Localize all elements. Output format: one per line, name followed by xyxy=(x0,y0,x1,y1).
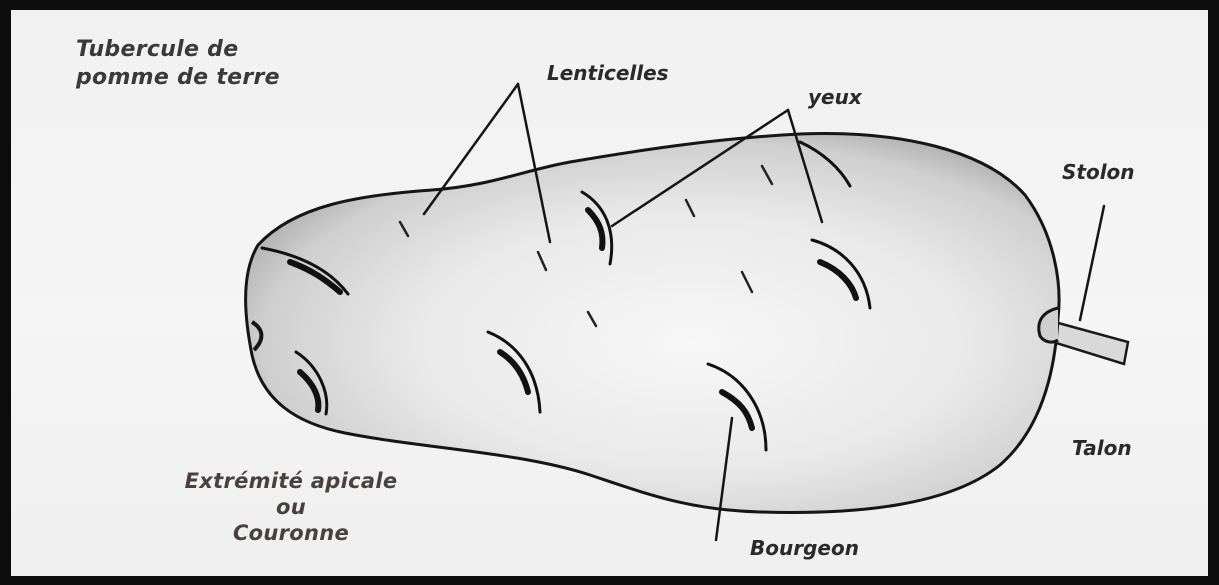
label-apical-extremity: Extrémité apicale ou Couronne xyxy=(146,468,436,546)
label-bourgeon: Bourgeon xyxy=(750,536,859,560)
diagram-title-line1: Tubercule de xyxy=(76,36,280,64)
diagram-title: Tubercule de pomme de terre xyxy=(76,36,280,92)
diagram-title-line2: pomme de terre xyxy=(76,64,280,92)
label-lenticelles: Lenticelles xyxy=(547,61,669,85)
label-apical-line1: Extrémité apicale xyxy=(146,468,436,494)
label-apical-line2: ou xyxy=(146,494,436,520)
tuber-outline xyxy=(246,134,1059,513)
label-apical-line3: Couronne xyxy=(146,520,436,546)
label-talon: Talon xyxy=(1072,436,1132,460)
leader-stolon xyxy=(1080,206,1104,320)
label-stolon: Stolon xyxy=(1062,160,1135,184)
label-yeux: yeux xyxy=(808,85,863,109)
